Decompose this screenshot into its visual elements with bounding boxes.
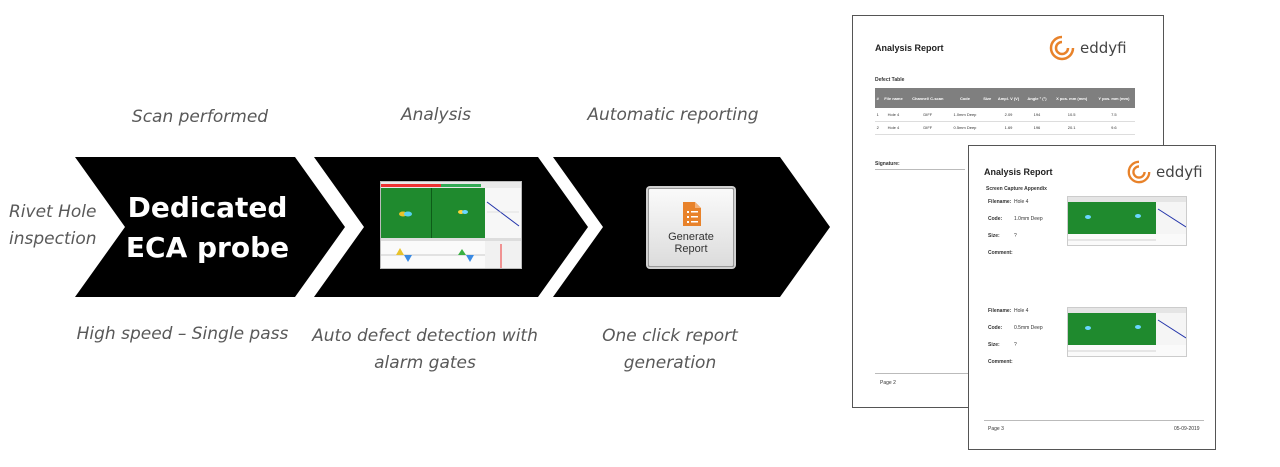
table-row: 2 Hole 4 DIFF 0.5mm Deep 1.69 196 20.1 9… [875, 121, 1135, 135]
entry-1-size: ? [1014, 233, 1017, 239]
defect-cell: 1.0mm Deep [949, 108, 981, 122]
step-3-bottom-caption: One click report generation [570, 323, 770, 377]
entry-2-code-label: Code: [988, 325, 1003, 331]
page-2-footer-rule [984, 420, 1204, 421]
defect-cell: Hole 4 [880, 121, 907, 135]
entry-2-filename: Hole 4 [1014, 308, 1029, 314]
report-page-2-title: Analysis Report [984, 167, 1053, 177]
signature-label: Signature: [875, 161, 900, 167]
defect-cell: 196 [1023, 121, 1051, 135]
step-1-bottom-line-1: High speed – Single pass [76, 324, 289, 344]
defect-cell: 2.09 [993, 108, 1024, 122]
defect-col-header: File name [880, 88, 907, 108]
defect-table-header-row: # File name Channel/ C-scan Code Size Am… [875, 88, 1135, 108]
defect-cell: 9.6 [1092, 121, 1135, 135]
entry-1-scan-image [1068, 197, 1186, 245]
defect-col-header: Code [949, 88, 981, 108]
entry-2-screen-capture [1067, 307, 1187, 357]
report-page-1-logo-text: eddyfi [1080, 39, 1127, 57]
entry-1-code: 1.0mm Deep [1014, 216, 1043, 222]
appendix-heading: Screen Capture Appendix [986, 186, 1047, 192]
entry-1-filename-label: Filename: [988, 199, 1012, 205]
generate-report-label: Generate Report [649, 231, 733, 255]
defect-table: # File name Channel/ C-scan Code Size Am… [875, 88, 1135, 135]
table-row: 1 Hole 4 DIFF 1.0mm Deep 2.09 194 10.5 7… [875, 108, 1135, 122]
step-3-bottom-line-2: generation [623, 353, 717, 373]
generate-report-line-2: Report [674, 243, 708, 255]
defect-table-heading: Defect Table [875, 77, 905, 83]
entry-2-filename-label: Filename: [988, 308, 1012, 314]
defect-cell: DIFF [906, 108, 950, 122]
page-2-footer-right: 05-09-2019 [1174, 426, 1200, 432]
step-3-bottom-line-1: One click report [602, 326, 738, 346]
eddyfi-logo-icon [1049, 35, 1075, 61]
generate-report-button[interactable]: Generate Report [648, 188, 734, 267]
page-1-footer-rule [875, 373, 975, 374]
step-2-bottom-line-1: Auto defect detection with [312, 326, 538, 346]
probe-title: Dedicated ECA probe [100, 188, 315, 268]
entry-1-filename: Hole 4 [1014, 199, 1029, 205]
defect-col-header: Size [980, 88, 994, 108]
left-label: Rivet Hole inspection [9, 199, 97, 253]
defect-col-header: # [875, 88, 881, 108]
entry-1-comment-label: Comment: [988, 250, 1013, 256]
defect-col-header: Channel/ C-scan [906, 88, 950, 108]
analysis-scan-image [381, 182, 521, 268]
step-2-bottom-line-2: alarm gates [374, 353, 476, 373]
report-page-1-title: Analysis Report [875, 43, 944, 53]
defect-col-header: X pos. mm (mm) [1050, 88, 1093, 108]
defect-cell: 10.5 [1050, 108, 1093, 122]
defect-cell: 7.5 [1092, 108, 1135, 122]
eddyfi-logo-icon [1127, 160, 1151, 184]
signature-line [875, 169, 965, 170]
entry-1-screen-capture [1067, 196, 1187, 246]
entry-2-size-label: Size: [988, 342, 1000, 348]
step-3-top-caption: Automatic reporting [587, 105, 759, 125]
generate-report-line-1: Generate [668, 231, 714, 243]
defect-col-header: Ampl. V (V) [993, 88, 1024, 108]
defect-cell: Hole 4 [880, 108, 907, 122]
defect-cell: 1 [875, 108, 881, 122]
entry-2-size: ? [1014, 342, 1017, 348]
step-1-bottom-caption: High speed – Single pass [60, 321, 305, 348]
defect-cell: DIFF [906, 121, 950, 135]
report-page-1-logo: eddyfi [1048, 34, 1127, 62]
page-1-footer: Page 2 [880, 380, 896, 386]
defect-cell [980, 108, 994, 122]
step-2-bottom-caption: Auto defect detection with alarm gates [300, 323, 550, 377]
probe-title-line-2: ECA probe [125, 231, 290, 264]
defect-cell [980, 121, 994, 135]
entry-2-scan-image [1068, 308, 1186, 356]
defect-cell: 1.69 [993, 121, 1024, 135]
chevron-step-1 [75, 157, 345, 297]
probe-title-line-1: Dedicated [127, 191, 288, 224]
step-2-top-caption: Analysis [400, 105, 472, 125]
defect-col-header: Angle ° (°) [1023, 88, 1051, 108]
report-document-icon [683, 202, 701, 226]
defect-cell: 0.5mm Deep [949, 121, 981, 135]
entry-1-size-label: Size: [988, 233, 1000, 239]
defect-cell: 194 [1023, 108, 1051, 122]
step-1-top-caption: Scan performed [131, 107, 269, 127]
entry-2-comment-label: Comment: [988, 359, 1013, 365]
defect-col-header: Y pos. mm (mm) [1092, 88, 1135, 108]
report-page-2: Analysis Report eddyfi Screen Capture Ap… [968, 145, 1216, 450]
report-page-2-logo-text: eddyfi [1156, 163, 1203, 181]
left-label-line-1: Rivet Hole [9, 202, 97, 222]
entry-2-code: 0.5mm Deep [1014, 325, 1043, 331]
page-2-footer-left: Page 3 [988, 426, 1004, 432]
defect-cell: 20.1 [1050, 121, 1093, 135]
report-page-2-logo: eddyfi [1126, 159, 1203, 185]
entry-1-code-label: Code: [988, 216, 1003, 222]
analysis-screenshot [380, 181, 522, 269]
left-label-line-2: inspection [9, 229, 97, 249]
defect-cell: 2 [875, 121, 881, 135]
